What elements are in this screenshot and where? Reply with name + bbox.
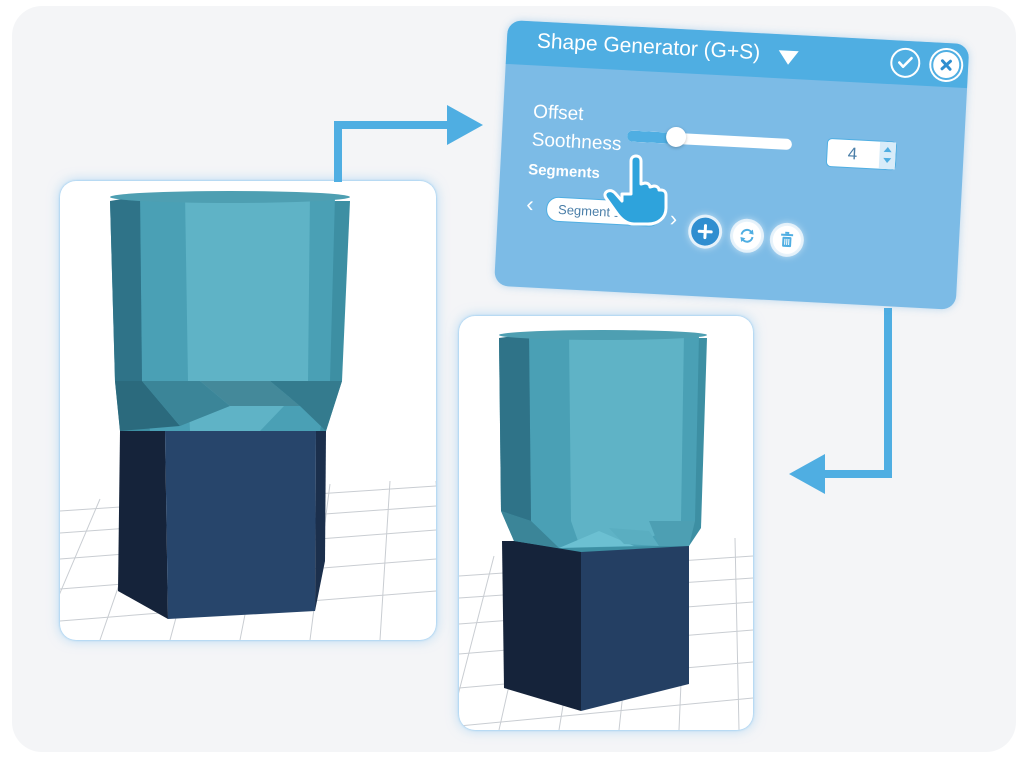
increment-icon[interactable] — [883, 146, 892, 153]
add-segment-button[interactable] — [690, 216, 720, 247]
model-render-before — [60, 191, 436, 640]
arrow-to-panel-head — [447, 105, 483, 145]
delete-segment-button[interactable] — [772, 225, 802, 255]
close-x-icon — [940, 59, 952, 71]
offset-label: Offset — [532, 101, 585, 126]
model-preview-before — [60, 181, 436, 640]
decrement-icon[interactable] — [883, 157, 892, 164]
panel-header: Shape Generator (G+S) — [505, 20, 970, 89]
arrow-to-result — [822, 308, 892, 478]
segments-label: Segments — [527, 161, 601, 183]
chevron-right-icon[interactable]: › — [669, 205, 678, 232]
checkmark-icon — [898, 56, 913, 69]
model-base — [118, 431, 326, 619]
panel-body: Shape Generator (G+S) Offset Soothness 4 — [494, 20, 970, 310]
pointing-hand-icon — [603, 154, 668, 226]
plus-icon — [697, 224, 713, 240]
shape-generator-panel: Shape Generator (G+S) Offset Soothness 4 — [493, 20, 970, 334]
trash-icon — [781, 231, 794, 248]
arrow-to-panel — [334, 121, 450, 182]
arrow-to-result-head — [789, 454, 825, 494]
smoothness-value[interactable]: 4 — [847, 143, 858, 164]
model-top — [499, 330, 707, 552]
model-base — [502, 541, 689, 711]
model-top — [110, 191, 350, 431]
caret-down-icon[interactable] — [778, 50, 799, 66]
refresh-segment-button[interactable] — [732, 221, 762, 251]
smoothness-stepper[interactable]: 4 — [825, 137, 898, 171]
close-button[interactable] — [930, 49, 963, 81]
chevron-left-icon[interactable]: ‹ — [525, 191, 535, 217]
stepper-arrows[interactable] — [878, 141, 897, 170]
model-preview-after — [459, 316, 753, 730]
model-render-after — [459, 330, 753, 730]
smoothness-slider[interactable] — [626, 130, 793, 151]
confirm-button[interactable] — [889, 47, 922, 79]
refresh-icon — [740, 228, 754, 243]
panel-title: Shape Generator (G+S) — [536, 29, 761, 65]
